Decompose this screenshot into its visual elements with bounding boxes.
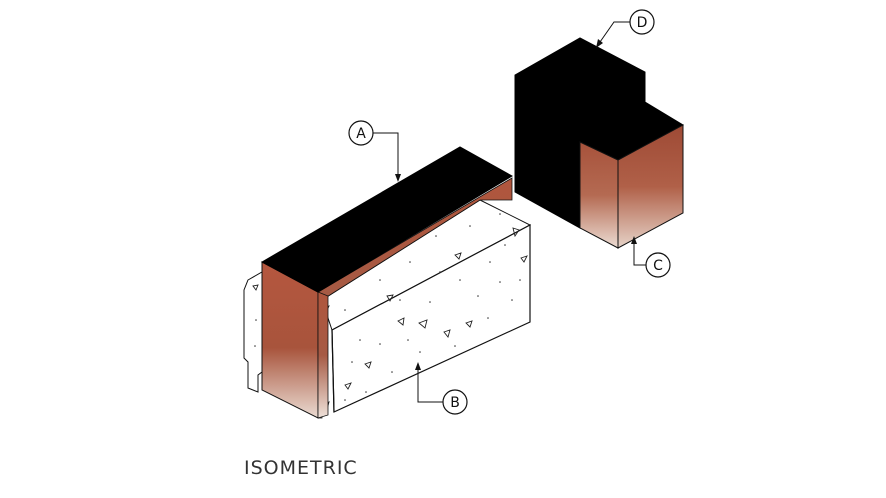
view-caption: ISOMETRIC <box>244 457 358 479</box>
callout-d: D <box>596 9 655 48</box>
block-end-edge <box>331 329 335 413</box>
callout-b-label: B <box>450 395 460 411</box>
copper-cap-drip-edge <box>317 291 329 419</box>
callout-a-arrowhead <box>395 174 401 182</box>
callout-b-arrowhead <box>415 362 421 370</box>
block-back-face <box>243 271 263 393</box>
callout-b-leader <box>417 368 443 403</box>
callout-a-label: A <box>356 126 366 142</box>
copper-corner-front-face <box>579 141 619 249</box>
callout-a: A <box>348 120 401 182</box>
callout-b: B <box>415 362 468 415</box>
corner-cap-assembly <box>514 37 685 249</box>
callout-c-label: C <box>653 258 663 274</box>
callout-c-leader <box>633 242 646 266</box>
copper-corner-side-face <box>617 124 684 249</box>
callout-d-label: D <box>637 15 648 31</box>
callout-c: C <box>631 236 671 278</box>
callout-a-leader <box>373 132 399 176</box>
wall-cap-assembly <box>243 146 532 419</box>
callout-c-arrowhead <box>631 236 637 244</box>
concrete-stipple <box>254 213 521 401</box>
callout-d-leader <box>599 21 630 43</box>
callout-d-arrowhead <box>596 39 603 48</box>
membrane-cap-top <box>260 146 513 293</box>
